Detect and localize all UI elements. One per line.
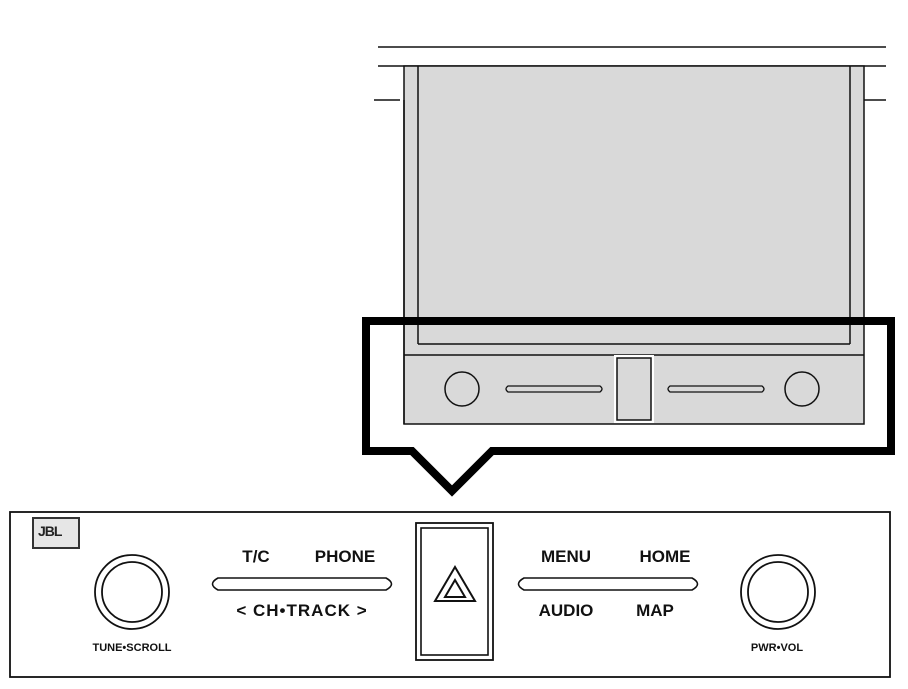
mini-left-rocker (505, 385, 603, 393)
hazard-triangle-icon (433, 565, 477, 602)
mini-hazard-button (616, 357, 652, 421)
jbl-logo (32, 517, 80, 549)
jbl-logo-text: JBL (38, 523, 62, 539)
control-panel (9, 511, 891, 678)
tc-button-label[interactable]: T/C (242, 547, 270, 566)
tune-scroll-label: TUNE•SCROLL (92, 642, 172, 654)
pwr-vol-label: PWR•VOL (750, 642, 804, 654)
menu-rocker-bar[interactable] (517, 577, 699, 591)
mini-right-rocker (667, 385, 765, 393)
audio-button-label[interactable]: AUDIO (538, 601, 594, 620)
track-rocker-bar[interactable] (211, 577, 393, 591)
mini-controls (444, 355, 820, 423)
ch-track-label[interactable]: < CH•TRACK > (236, 601, 368, 620)
home-button-label[interactable]: HOME (639, 547, 691, 566)
callout-highlight (362, 317, 895, 497)
mini-right-knob (784, 371, 820, 407)
menu-button-label[interactable]: MENU (540, 547, 592, 566)
phone-button-label[interactable]: PHONE (314, 547, 376, 566)
mini-left-knob (444, 371, 480, 407)
map-button-label[interactable]: MAP (636, 601, 674, 620)
tune-scroll-knob[interactable] (101, 561, 163, 623)
pwr-vol-knob[interactable] (747, 561, 809, 623)
